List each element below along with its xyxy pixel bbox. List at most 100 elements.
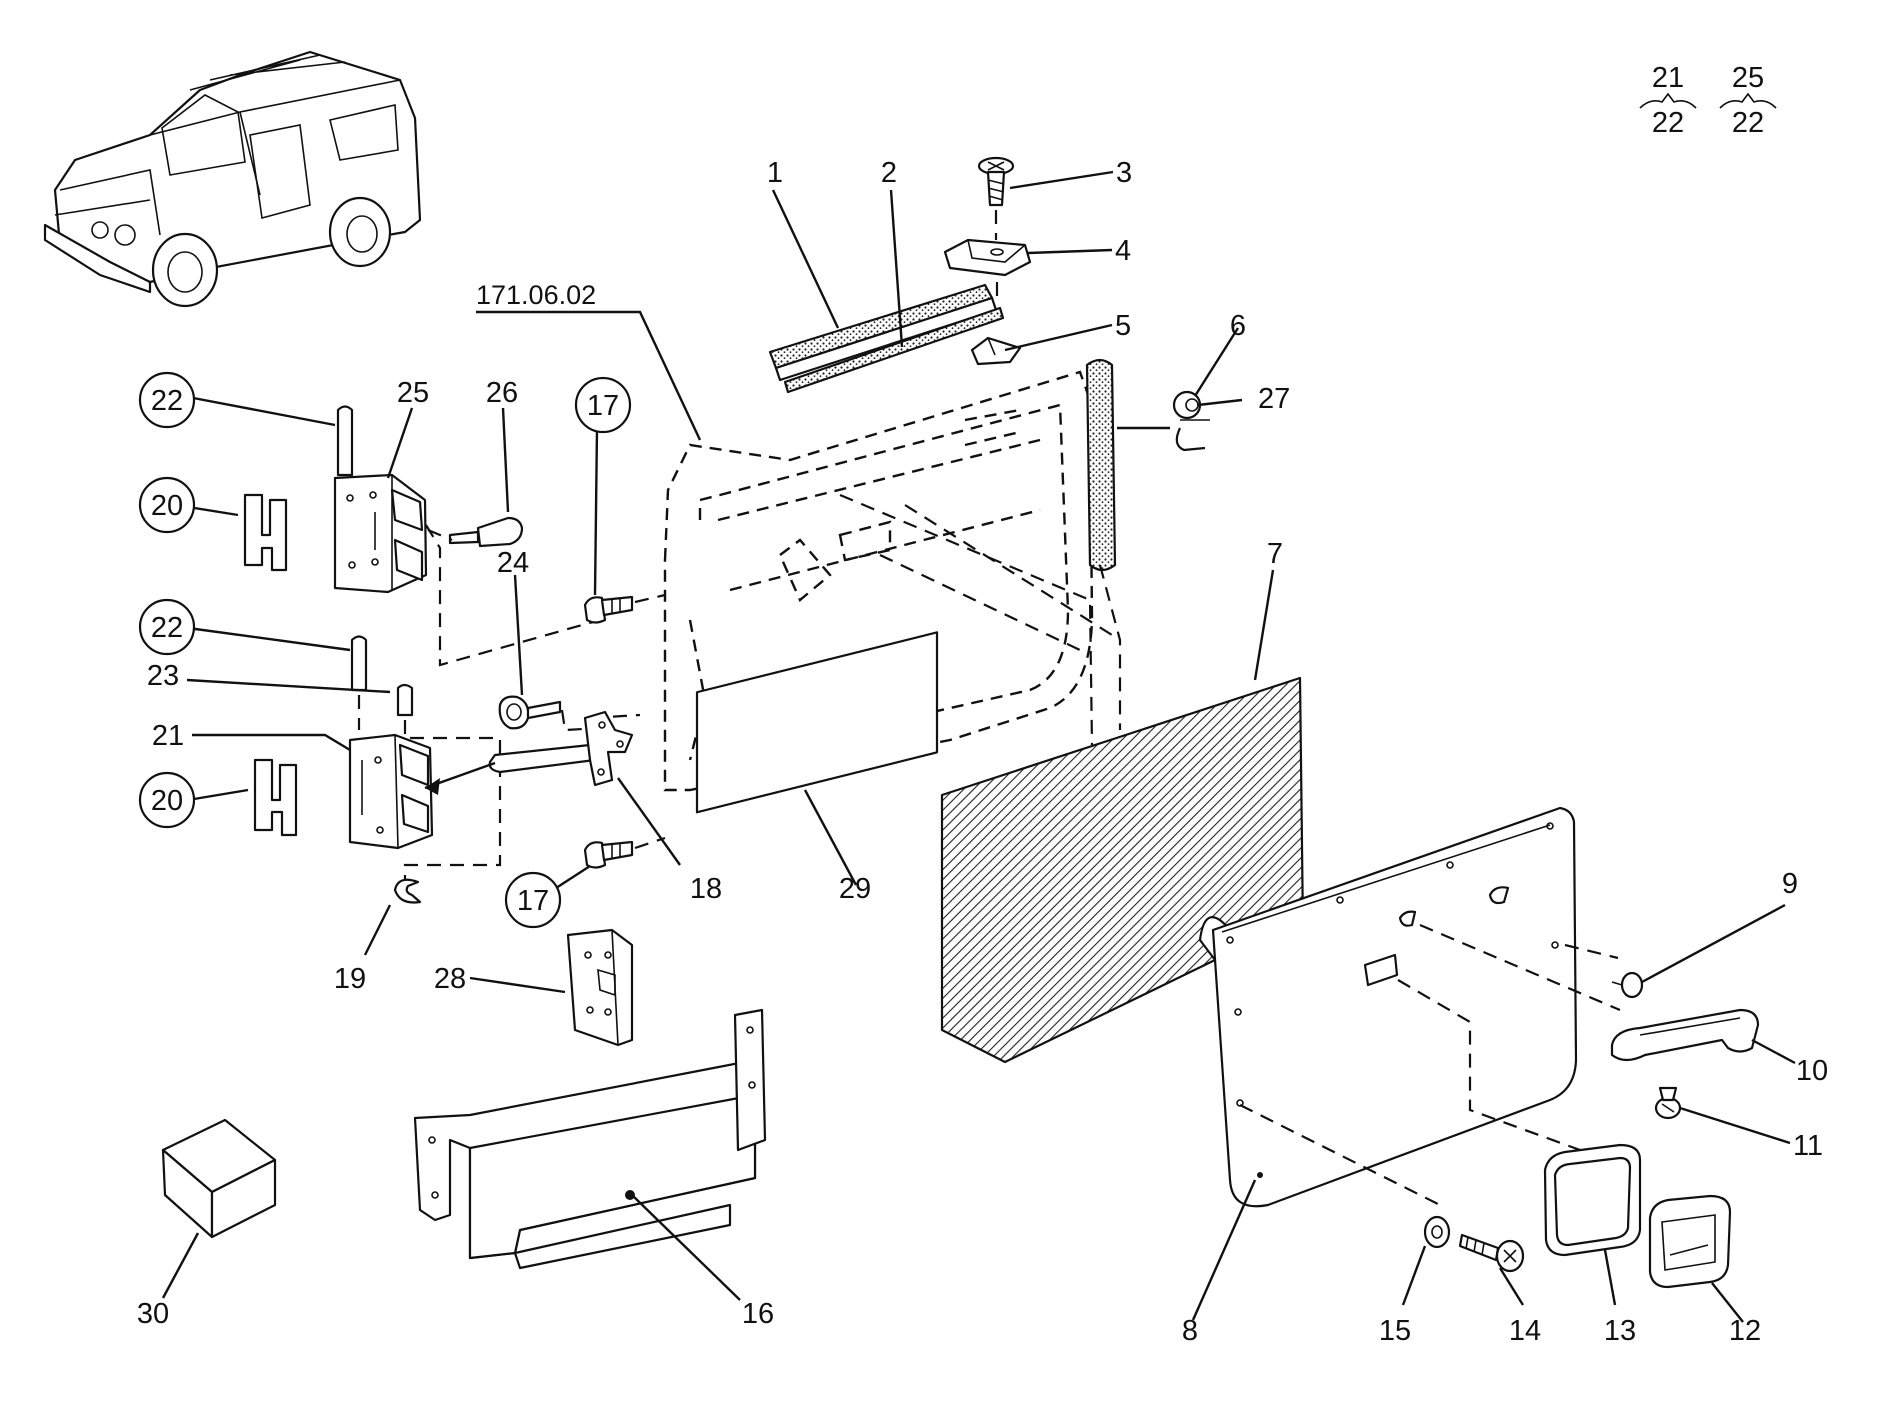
callout-23: 23: [147, 660, 179, 692]
hinge-bolt-upper: [448, 516, 524, 548]
callout-13: 13: [1604, 1315, 1636, 1347]
callout-labels: 1 2 3 4 5 6 7 8 9 10 11 12 13 14 15 16 1…: [137, 157, 1828, 1347]
lower-hinge: [348, 733, 434, 850]
leader-20a: [187, 505, 239, 517]
leader-6: [1193, 327, 1240, 397]
callout-12: 12: [1729, 1315, 1761, 1347]
hinge-shim-upper: [243, 493, 288, 572]
callout-14: 14: [1509, 1315, 1541, 1347]
note-bottom-number: 22: [1652, 107, 1684, 139]
window-channel-strip: [768, 283, 1005, 394]
glass-clip: [943, 238, 1032, 277]
note-top-number: 25: [1732, 62, 1764, 94]
leader-7: [1253, 569, 1275, 681]
trim-washer: [1423, 1215, 1451, 1249]
fastener-grommet: [1172, 390, 1210, 452]
leader-29: [803, 789, 858, 886]
callout-1: 1: [767, 157, 783, 189]
leader-4: [1027, 248, 1113, 255]
leader-14: [1498, 1267, 1525, 1306]
hinge-backing-plate: [566, 928, 634, 1047]
hinge-pin-lower: [350, 635, 368, 692]
callout-30: 30: [137, 1298, 169, 1330]
door-check-strap: [488, 710, 634, 787]
leader-25: [386, 407, 414, 479]
callout-15: 15: [1379, 1315, 1411, 1347]
leader-1: [771, 189, 840, 329]
leader-30: [161, 1232, 200, 1299]
callout-2: 2: [881, 157, 897, 189]
leader-22b: [187, 626, 351, 652]
callout-22-upper: 22: [151, 385, 183, 417]
door-bracket: [413, 1008, 767, 1270]
hinge-pin-upper: [336, 405, 354, 477]
leader-19: [363, 904, 392, 956]
leader-24: [513, 574, 524, 696]
leader-13: [1603, 1249, 1617, 1306]
callout-29: 29: [839, 873, 871, 905]
callout-20-upper: 20: [151, 490, 183, 522]
leader-11: [1679, 1106, 1791, 1145]
door-sheet-insert: [695, 631, 939, 814]
leader-20b: [187, 788, 249, 802]
callout-4: 4: [1115, 235, 1131, 267]
screw-top: [977, 156, 1015, 207]
glass-clip-lower: [970, 336, 1022, 366]
door-handle-insert: [1648, 1194, 1732, 1289]
callout-7: 7: [1267, 538, 1283, 570]
check-strap-bolt: [498, 695, 562, 730]
assembly-reference-code: 171.06.02: [476, 280, 596, 310]
callout-20-lower: 20: [151, 785, 183, 817]
hinge-bolt-lower: [396, 683, 414, 717]
callout-5: 5: [1115, 310, 1131, 342]
callout-26: 26: [486, 377, 518, 409]
door-bolt-lower: [583, 840, 634, 869]
check-strap-arrow: [425, 778, 440, 795]
pull-handle: [1610, 1008, 1760, 1062]
leader-15: [1401, 1245, 1427, 1306]
leader-3: [1009, 170, 1114, 190]
vertical-seal-strip: [1085, 358, 1170, 572]
note-bottom-number: 22: [1732, 107, 1764, 139]
callout-24: 24: [497, 547, 529, 579]
leader-9: [1641, 903, 1786, 984]
reference-leader: [476, 310, 702, 441]
leader-23: [186, 678, 391, 694]
door-handle-bezel: [1543, 1143, 1642, 1257]
leader-22a: [187, 395, 336, 427]
vehicle-thumbnail: [43, 50, 422, 308]
hinge-circlip: [393, 878, 422, 904]
callout-17-lower: 17: [517, 885, 549, 917]
hinge-shim-lower: [253, 758, 298, 837]
leader-17a: [593, 427, 599, 596]
callout-22-lower: 22: [151, 612, 183, 644]
callout-21: 21: [152, 720, 184, 752]
door-bolt-upper: [583, 595, 634, 624]
accessory-box: [161, 1118, 277, 1239]
callout-27: 27: [1258, 383, 1290, 415]
trim-screw: [1458, 1233, 1525, 1273]
leader-18: [617, 777, 681, 866]
leader-2: [889, 189, 904, 348]
leader-16: [631, 1194, 741, 1301]
assembly-note-hinge-lower: 21 22: [1639, 62, 1697, 139]
callout-6: 6: [1230, 310, 1246, 342]
callout-19: 19: [334, 963, 366, 995]
door-trim-panel: [1211, 806, 1621, 1208]
callout-16: 16: [742, 1298, 774, 1330]
assembly-note-hinge-upper: 25 22: [1719, 62, 1777, 139]
leader-17b: [552, 864, 591, 892]
leader-10: [1751, 1038, 1796, 1065]
callout-10: 10: [1796, 1055, 1828, 1087]
leader-28: [469, 976, 566, 994]
leader-21: [192, 733, 351, 752]
callout-18: 18: [690, 873, 722, 905]
callout-3: 3: [1116, 157, 1132, 189]
assembly-path-door-7: [904, 504, 1121, 641]
callout-8: 8: [1182, 1315, 1198, 1347]
leader-12: [1711, 1282, 1744, 1323]
handle-screw: [1654, 1086, 1682, 1120]
leader-26: [501, 407, 510, 513]
callout-17-upper: 17: [587, 390, 619, 422]
